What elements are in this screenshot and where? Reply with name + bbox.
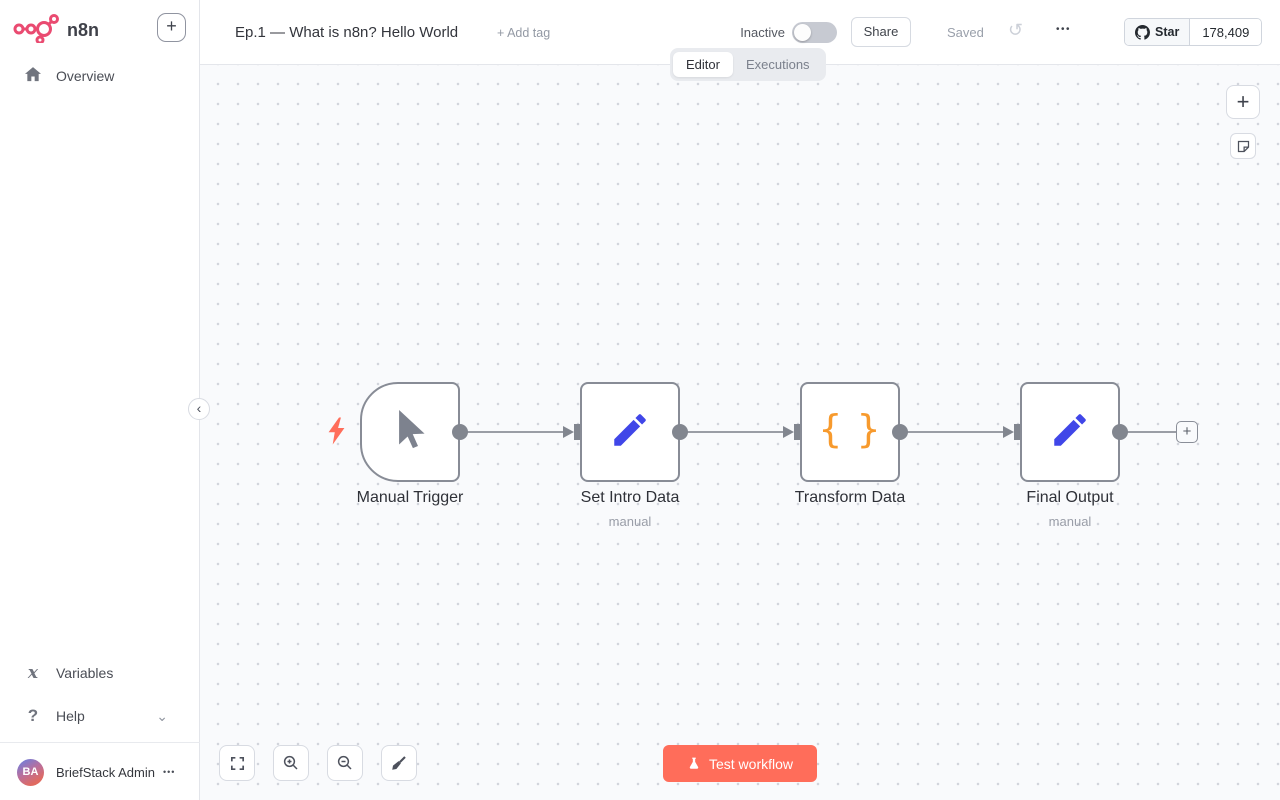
workflow-header: Ep.1 — What is n8n? Hello World + Add ta… <box>200 0 1280 65</box>
fit-view-button[interactable] <box>219 745 255 781</box>
code-braces-icon: { } <box>818 407 882 451</box>
zoom-in-button[interactable] <box>273 745 309 781</box>
sticky-note-icon <box>1237 140 1249 152</box>
share-button[interactable]: Share <box>851 17 911 47</box>
workflow-canvas[interactable]: { } + Manual Trigger Set Intro Data manu… <box>200 65 1280 800</box>
node-label: Final Output <box>1026 489 1114 506</box>
user-options-icon[interactable]: ••• <box>163 767 176 777</box>
output-port[interactable] <box>672 424 688 440</box>
node-label: Transform Data <box>794 489 906 506</box>
node-set-intro-data[interactable] <box>580 382 680 482</box>
pencil-icon <box>1049 409 1091 456</box>
node-label: Manual Trigger <box>356 489 464 506</box>
view-tabs: Editor Executions <box>670 48 826 81</box>
variables-icon: x <box>27 663 39 683</box>
sidebar-divider <box>0 742 200 743</box>
input-port[interactable] <box>1014 424 1020 440</box>
test-workflow-label: Test workflow <box>708 755 794 772</box>
sidebar: n8n + Overview x Variables ? Help ⌄ BA B… <box>0 0 200 800</box>
open-nodes-panel-button[interactable]: + <box>1226 85 1260 119</box>
github-star-button[interactable]: Star <box>1125 19 1191 45</box>
workflow-active-toggle[interactable] <box>792 22 837 43</box>
workflow-title[interactable]: Ep.1 — What is n8n? Hello World <box>235 24 459 41</box>
toggle-knob <box>794 24 811 41</box>
add-tag-button[interactable]: + Add tag <box>497 26 551 40</box>
sidebar-item-label: Variables <box>56 665 114 681</box>
node-subtitle: manual <box>608 514 652 529</box>
sidebar-item-label: Overview <box>56 68 115 84</box>
saved-status: Saved <box>947 25 984 40</box>
output-port[interactable] <box>1112 424 1128 440</box>
tab-editor[interactable]: Editor <box>673 52 733 77</box>
user-menu[interactable]: BA BriefStack Admin ••• <box>0 752 200 792</box>
input-port[interactable] <box>574 424 580 440</box>
brand-name: n8n <box>67 20 100 40</box>
output-port[interactable] <box>892 424 908 440</box>
workflow-menu-icon[interactable]: ••• <box>1056 24 1072 35</box>
connection-arrow <box>783 426 794 438</box>
node-manual-trigger[interactable] <box>360 382 460 482</box>
connection-line[interactable] <box>901 431 1004 433</box>
node-label: Set Intro Data <box>580 489 680 506</box>
new-workflow-button[interactable]: + <box>157 13 186 42</box>
chevron-down-icon: ⌄ <box>156 707 168 724</box>
connection-line <box>1121 431 1178 433</box>
connection-line[interactable] <box>461 431 564 433</box>
tidy-up-icon <box>392 756 406 770</box>
sidebar-item-label: Help <box>56 708 85 724</box>
test-workflow-button[interactable]: Test workflow <box>663 745 817 782</box>
fit-view-icon <box>230 756 244 770</box>
sidebar-item-variables[interactable]: x Variables <box>0 660 200 686</box>
connection-line[interactable] <box>681 431 784 433</box>
connection-arrow <box>1003 426 1014 438</box>
connection-arrow <box>563 426 574 438</box>
question-icon: ? <box>27 706 39 725</box>
node-final-output[interactable] <box>1020 382 1120 482</box>
tab-executions[interactable]: Executions <box>745 57 810 72</box>
github-icon <box>1135 24 1150 40</box>
add-node-button[interactable]: + <box>1176 421 1198 443</box>
input-port[interactable] <box>794 424 800 440</box>
node-subtitle: manual <box>1048 514 1092 529</box>
n8n-logo-icon <box>13 13 59 48</box>
sidebar-item-help[interactable]: ? Help ⌄ <box>0 703 200 729</box>
node-transform-data[interactable]: { } <box>800 382 900 482</box>
flask-icon <box>689 757 699 769</box>
zoom-out-icon <box>337 755 352 770</box>
zoom-out-button[interactable] <box>327 745 363 781</box>
github-star-count[interactable]: 178,409 <box>1190 19 1262 45</box>
sidebar-item-overview[interactable]: Overview <box>0 63 200 89</box>
avatar: BA <box>17 758 44 786</box>
tidy-up-button[interactable] <box>381 745 417 781</box>
main-area: Ep.1 — What is n8n? Hello World + Add ta… <box>200 0 1280 800</box>
output-port[interactable] <box>452 424 468 440</box>
history-icon: ↺ <box>1008 20 1024 40</box>
user-name: BriefStack Admin <box>56 764 155 780</box>
add-sticky-note-button[interactable] <box>1230 133 1256 159</box>
github-star-label: Star <box>1155 25 1180 39</box>
sidebar-collapse-button[interactable]: ‹ <box>188 398 210 420</box>
github-star-widget[interactable]: Star 178,409 <box>1124 18 1263 46</box>
n8n-logo[interactable]: n8n <box>13 13 99 48</box>
home-icon <box>24 67 42 85</box>
zoom-in-icon <box>283 755 298 770</box>
cursor-icon <box>391 409 429 455</box>
pencil-icon <box>609 409 651 456</box>
workflow-status-label: Inactive <box>740 25 785 40</box>
trigger-bolt-icon <box>327 417 346 450</box>
